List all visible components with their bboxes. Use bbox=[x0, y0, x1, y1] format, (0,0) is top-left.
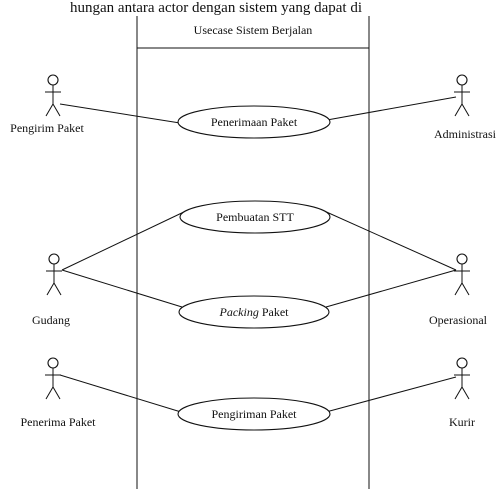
usecase-packing-paket: Packing Paket bbox=[178, 295, 330, 329]
actor-icon bbox=[44, 74, 62, 117]
usecase-pembuatan-stt: Pembuatan STT bbox=[179, 200, 331, 234]
assoc-kurir-pengiriman bbox=[325, 376, 457, 413]
system-title: Usecase Sistem Berjalan bbox=[194, 23, 313, 37]
assoc-pengirim-penerimaan bbox=[59, 103, 181, 124]
usecase-stt-label: Pembuatan STT bbox=[216, 210, 294, 224]
actor-gudang: Gudang bbox=[32, 253, 70, 327]
actor-icon bbox=[453, 357, 471, 400]
usecase-packing-label: Packing Paket bbox=[219, 305, 290, 319]
actor-icon bbox=[453, 253, 471, 296]
usecase-penerimaan-paket: Penerimaan Paket bbox=[177, 105, 331, 139]
actor-administrasi: Administrasi bbox=[434, 74, 496, 141]
usecase-packing-rest: Paket bbox=[259, 305, 289, 319]
system-boundary: Usecase Sistem Berjalan bbox=[136, 16, 370, 489]
actor-gudang-label: Gudang bbox=[32, 313, 70, 327]
assoc-operasional-stt bbox=[321, 209, 457, 271]
header-text-fragment: hungan antara actor dengan sistem yang d… bbox=[70, 0, 362, 16]
actor-icon bbox=[453, 74, 471, 117]
actor-pengirim-paket: Pengirim Paket bbox=[10, 74, 84, 135]
assoc-operasional-packing bbox=[325, 269, 457, 308]
actor-operasional-label: Operasional bbox=[429, 313, 488, 327]
actor-kurir: Kurir bbox=[449, 357, 475, 429]
usecase-pengiriman-paket: Pengiriman Paket bbox=[177, 397, 331, 431]
assoc-gudang-stt bbox=[61, 209, 189, 271]
assoc-penerima-pengiriman bbox=[59, 374, 182, 413]
usecase-packing-italic: Packing bbox=[219, 305, 259, 319]
actor-kurir-label: Kurir bbox=[449, 415, 475, 429]
actor-penerima-paket: Penerima Paket bbox=[21, 357, 97, 429]
assoc-administrasi-penerimaan bbox=[326, 96, 457, 121]
actor-pengirim-label: Pengirim Paket bbox=[10, 121, 84, 135]
usecase-pengiriman-label: Pengiriman Paket bbox=[212, 407, 298, 421]
actor-icon bbox=[44, 357, 62, 400]
actor-icon bbox=[45, 253, 63, 296]
association-lines bbox=[59, 96, 457, 413]
actor-penerima-label: Penerima Paket bbox=[21, 415, 97, 429]
actor-operasional: Operasional bbox=[429, 253, 488, 327]
usecase-penerimaan-label: Penerimaan Paket bbox=[211, 115, 298, 129]
actor-administrasi-label: Administrasi bbox=[434, 127, 496, 141]
assoc-gudang-packing bbox=[61, 269, 183, 308]
